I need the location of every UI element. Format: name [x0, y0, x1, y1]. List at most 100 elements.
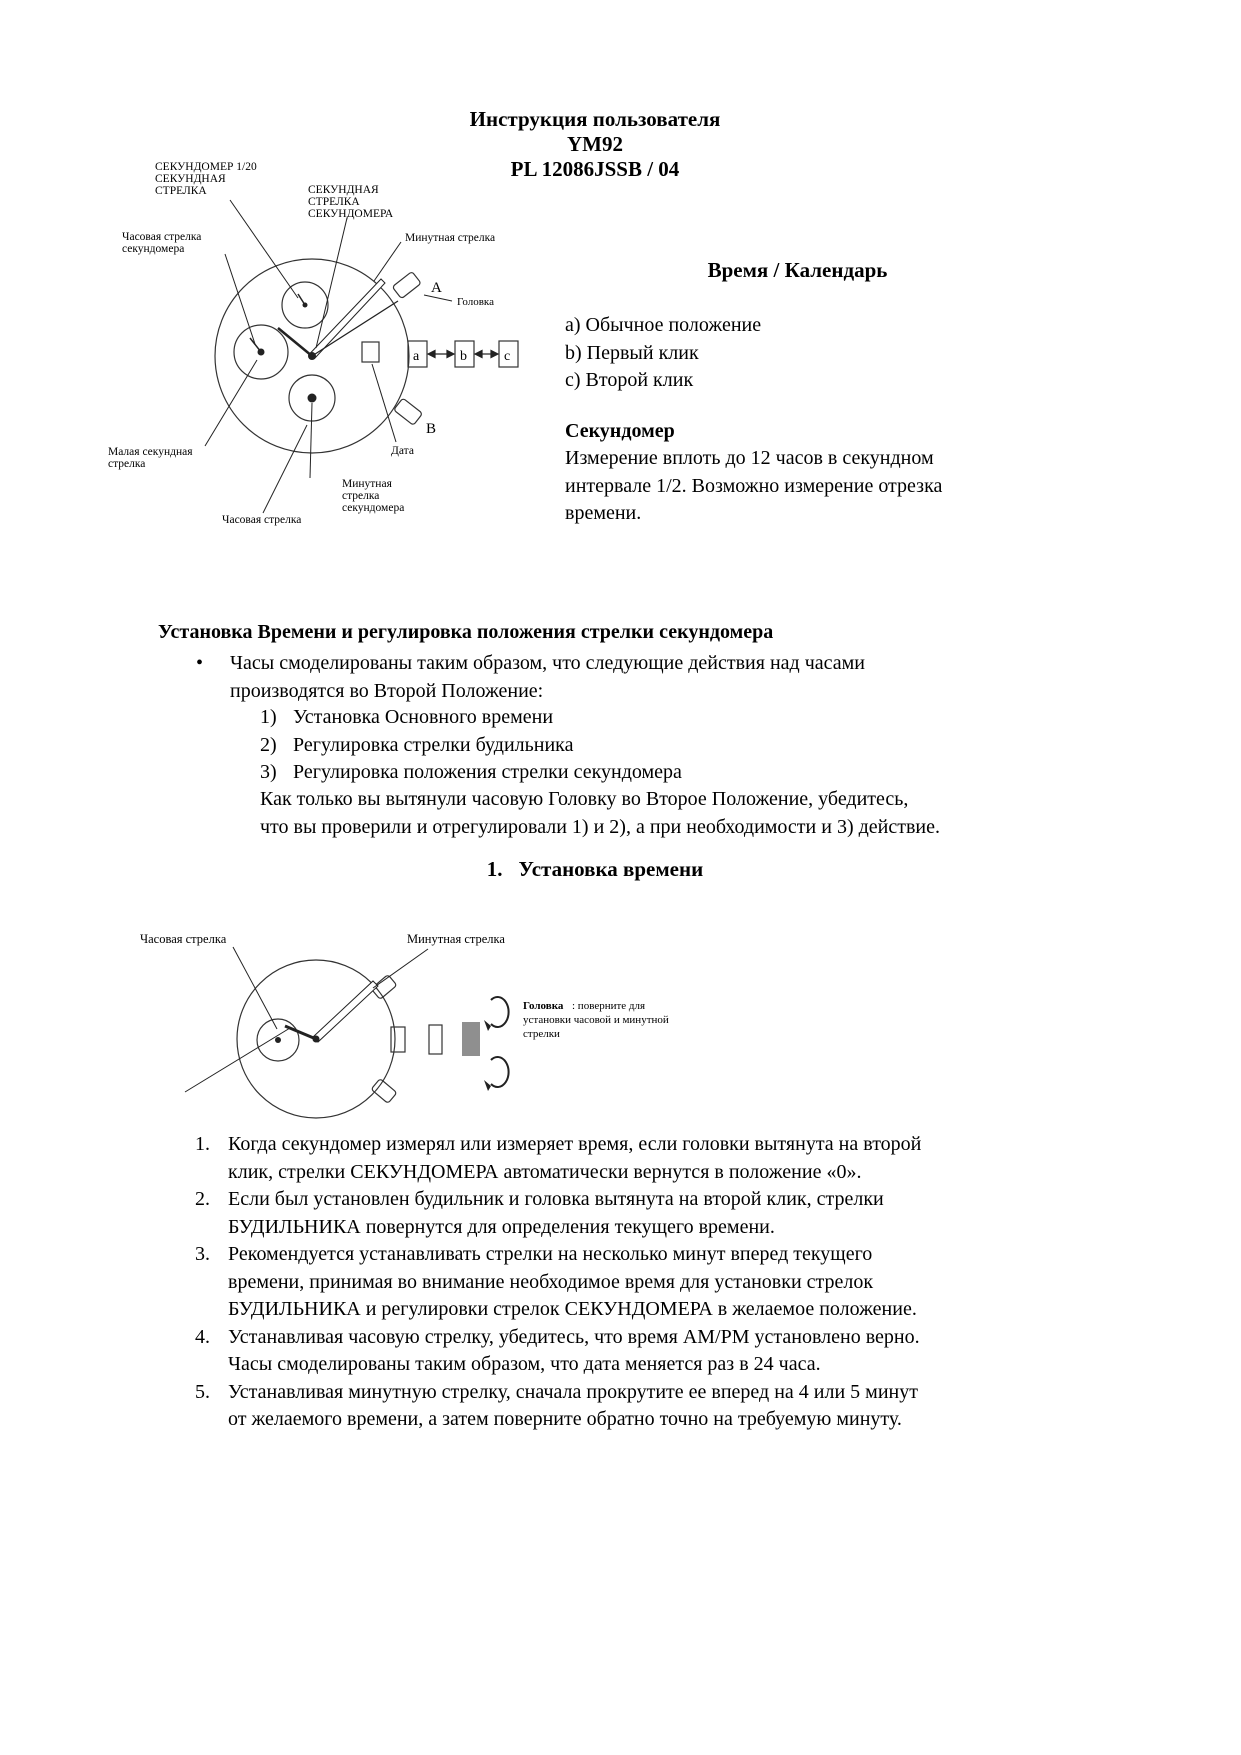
small-second-subdial: [256, 1018, 300, 1062]
list-item: 1. Когда секундомер измерял или измеряет…: [195, 1131, 1030, 1186]
diagram2-labels: Часовая стрелка Минутная стрелка Головка…: [140, 932, 669, 1040]
step-number: 5.: [195, 1380, 210, 1403]
chrono-second-hand: [311, 300, 399, 357]
list-item: 5. Устанавливая минутную стрелку, сначал…: [195, 1379, 1030, 1434]
crown-position-normal: a) Обычное положение: [565, 314, 762, 336]
step-text: Устанавливая минутную стрелку, сначала п…: [228, 1380, 918, 1431]
hands-group: [249, 278, 399, 403]
setting-note: Как только вы вытянули часовую Головку в…: [260, 788, 941, 838]
watch-case-group-2: [236, 959, 443, 1119]
step-text: Когда секундомер измерял или измеряет вр…: [228, 1133, 922, 1183]
label-small-second: Малая секундная: [108, 446, 193, 458]
watch-diagram-overview: a b c СЕКУНДОМЕР 1/20 СЕКУНДНАЯ: [108, 161, 519, 526]
button-b-icon: [394, 398, 422, 425]
label-chrono-second-hand: СЕКУНДНАЯ: [308, 184, 379, 196]
label-minute-hand: Минутная стрелка: [405, 232, 495, 244]
small-second-pivot: [275, 1037, 281, 1043]
small-second-subdial: [233, 324, 289, 380]
step-number: 1.: [195, 1133, 210, 1155]
label-date: Дата: [391, 445, 414, 457]
chrono-minute-pivot: [302, 302, 308, 308]
diagram1-labels: СЕКУНДОМЕР 1/20 СЕКУНДНАЯ СТРЕЛКА СЕКУНД…: [108, 161, 495, 526]
hour-hand: [277, 327, 313, 357]
minute-hand: [308, 278, 386, 360]
bullet-paragraph: • Часы смоделированы таким образом, что …: [196, 650, 1056, 705]
crown-position-b-label: b: [460, 349, 467, 364]
time-setting-heading: 1. Установка времени: [0, 857, 1190, 882]
svg-text:стрелки: стрелки: [523, 1028, 560, 1040]
title-line-2: YM92: [567, 132, 623, 156]
hour-hand: [284, 1024, 317, 1041]
hands-group-2: [275, 980, 379, 1043]
list-item: 3) Регулировка положения стрелки секундо…: [260, 759, 682, 787]
small-second-pivot: [257, 348, 265, 356]
label-hour-hand: Часовая стрелка: [140, 932, 227, 946]
button-a-icon: [371, 975, 397, 999]
label-chrono-120: СЕКУНДОМЕР 1/20: [155, 161, 257, 173]
document-title: Инструкция пользователя YM92 PL 12086JSS…: [0, 107, 1190, 182]
svg-text:секундомера: секундомера: [122, 243, 184, 255]
item-number: 3): [260, 761, 277, 783]
heading-label: Установка времени: [518, 857, 704, 881]
heading-number: 1.: [486, 857, 503, 881]
item-text: Регулировка положения стрелки секундомер…: [293, 761, 682, 783]
watch-case: [214, 258, 410, 454]
leader-lines: [204, 199, 453, 514]
bullet-text: Часы смоделированы таким образом, что сл…: [230, 652, 865, 702]
chrono-minute-subdial: [281, 281, 329, 329]
center-pivot: [312, 1035, 320, 1043]
label-button-a: A: [431, 280, 442, 296]
rotate-crown-icon: [484, 996, 510, 1091]
item-number: 1): [260, 706, 277, 728]
svg-text:СТРЕЛКА: СТРЕЛКА: [155, 185, 207, 197]
stopwatch-heading: Секундомер: [565, 419, 675, 442]
button-b-icon: [371, 1079, 397, 1103]
crown-position-first-click: b) Первый клик: [565, 341, 699, 364]
time-calendar-section: Время / Календарь a) Обычное положение b…: [565, 258, 1030, 528]
center-pivot: [308, 352, 316, 360]
stopwatch-description: Измерение вплоть до 12 часов в секундном…: [565, 447, 943, 524]
minute-hand: [312, 980, 379, 1043]
watch-case-group: [214, 258, 422, 454]
step-text: Устанавливая часовую стрелку, убедитесь,…: [228, 1325, 920, 1376]
button-a-icon: [392, 272, 421, 299]
label-crown-rest: : поверните для: [572, 1000, 645, 1012]
list-item: 2) Регулировка стрелки будильника: [260, 732, 682, 760]
label-chrono-hour-hand: Часовая стрелка: [122, 231, 201, 243]
label-button-b: B: [426, 421, 436, 437]
label-crown: Головка: [457, 296, 494, 308]
svg-text:стрелка: стрелка: [342, 490, 379, 502]
step-number: 4.: [195, 1325, 210, 1348]
date-window: [361, 341, 380, 363]
watch-case: [236, 959, 396, 1119]
svg-text:СЕКУНДОМЕРА: СЕКУНДОМЕРА: [308, 208, 394, 220]
list-item: 4. Устанавливая часовую стрелку, убедите…: [195, 1324, 1030, 1379]
step-number: 3.: [195, 1243, 210, 1265]
label-minute-hand: Минутная стрелка: [407, 932, 505, 946]
chrono-hour-pivot: [307, 393, 317, 403]
crown-position-second-click: c) Второй клик: [565, 369, 694, 391]
step-text: Рекомендуется устанавливать стрелки на н…: [228, 1243, 917, 1320]
time-setting-steps: 1. Когда секундомер измерял или измеряет…: [195, 1131, 1030, 1434]
svg-text:секундомера: секундомера: [342, 502, 404, 514]
title-line-3: PL 12086JSSB / 04: [510, 157, 680, 181]
crown-positions-list: a) Обычное положение b) Первый клик c) В…: [565, 312, 1030, 395]
item-text: Установка Основного времени: [293, 706, 554, 728]
setting-section-heading: Установка Времени и регулировка положени…: [158, 621, 774, 643]
time-calendar-heading: Время / Календарь: [707, 258, 888, 282]
list-item: 1) Установка Основного времени: [260, 704, 682, 732]
svg-text:установки часовой и минутной: установки часовой и минутной: [523, 1014, 669, 1026]
crown-knob: [462, 1022, 480, 1056]
label-hour-hand: Часовая стрелка: [222, 514, 301, 526]
label-chrono-minute-hand: Минутная: [342, 478, 393, 490]
step-number: 2.: [195, 1188, 210, 1210]
list-item: 2. Если был установлен будильник и голов…: [195, 1186, 1030, 1241]
svg-text:СТРЕЛКА: СТРЕЛКА: [308, 196, 360, 208]
item-text: Регулировка стрелки будильника: [293, 733, 574, 756]
setting-actions-list: 1) Установка Основного времени 2) Регули…: [260, 704, 682, 787]
list-item: 3. Рекомендуется устанавливать стрелки н…: [195, 1241, 1030, 1324]
label-crown-bold: Головка: [523, 1000, 564, 1012]
bullet-marker: •: [196, 652, 204, 674]
svg-text:СЕКУНДНАЯ: СЕКУНДНАЯ: [155, 173, 226, 185]
